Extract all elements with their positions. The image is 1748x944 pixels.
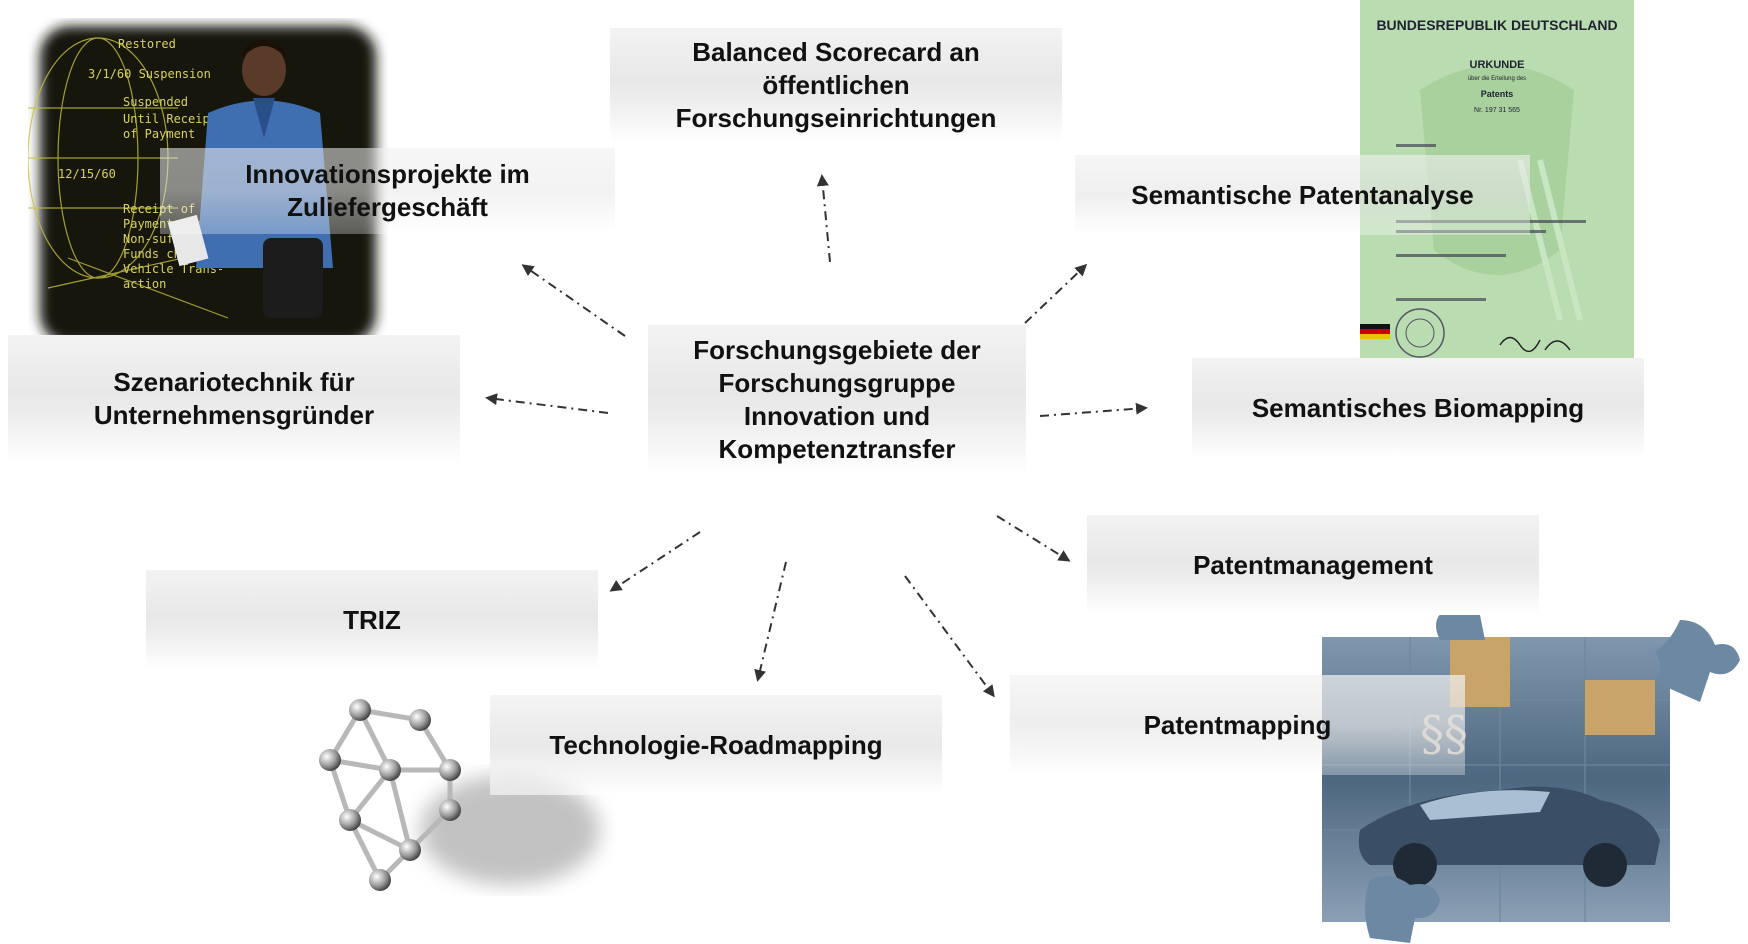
svg-text:12/15/60: 12/15/60: [58, 167, 116, 181]
node-technologie-roadmapping: Technologie-Roadmapping: [490, 695, 942, 795]
node-semantische-patentanalyse: Semantische Patentanalyse: [1075, 155, 1530, 235]
arrow-to-innovationsprojekte: [521, 264, 626, 337]
svg-text:of Payment: of Payment: [123, 127, 195, 141]
svg-text:BUNDESREPUBLIK DEUTSCHLAND: BUNDESREPUBLIK DEUTSCHLAND: [1376, 17, 1617, 33]
arrow-to-balanced-scorecard: [816, 174, 831, 263]
svg-text:Patents: Patents: [1481, 89, 1514, 99]
svg-text:Restored: Restored: [118, 37, 176, 51]
node-label: Patentmapping: [1143, 709, 1332, 740]
svg-text:3/1/60 Suspension: 3/1/60 Suspension: [88, 67, 211, 81]
node-label: Balanced Scorecard an öffentlichen Forsc…: [675, 37, 997, 133]
svg-text:Suspended: Suspended: [123, 95, 188, 109]
arrow-to-semantisches-biomapping: [1039, 402, 1148, 417]
node-patentmapping: Patentmapping: [1010, 675, 1465, 775]
arrow-to-technologie-roadmapping: [754, 561, 787, 682]
node-balanced-scorecard: Balanced Scorecard an öffentlichen Forsc…: [610, 28, 1062, 143]
node-label: Technologie-Roadmapping: [549, 729, 883, 760]
node-label: Innovationsprojekte im Zuliefergeschäft: [245, 159, 530, 222]
svg-text:URKUNDE: URKUNDE: [1470, 59, 1525, 71]
node-label: TRIZ: [343, 604, 401, 635]
node-label: Patentmanagement: [1193, 549, 1433, 580]
center-label: Forschungsgebiete der Forschungsgruppe I…: [693, 335, 981, 464]
node-label: Szenariotechnik für Unternehmensgründer: [93, 367, 375, 430]
node-patentmanagement: Patentmanagement: [1087, 515, 1539, 615]
node-semantisches-biomapping: Semantisches Biomapping: [1192, 358, 1644, 458]
node-label: Semantisches Biomapping: [1251, 392, 1585, 423]
svg-text:über die Erteilung des: über die Erteilung des: [1468, 76, 1526, 82]
arrow-to-patentmapping: [904, 575, 995, 698]
svg-text:Until Receipt: Until Receipt: [123, 112, 217, 126]
center-node: Forschungsgebiete der Forschungsgruppe I…: [648, 325, 1026, 475]
molecule-model-icon: [319, 699, 600, 891]
node-label: Semantische Patentanalyse: [1131, 179, 1474, 210]
node-szenariotechnik: Szenariotechnik für Unternehmensgründer: [8, 335, 460, 463]
node-triz: TRIZ: [146, 570, 598, 670]
node-innovationsprojekte: Innovationsprojekte im Zuliefergeschäft: [160, 148, 615, 234]
arrow-to-patentmanagement: [996, 515, 1071, 562]
arrow-to-triz: [609, 531, 701, 592]
arrow-to-szenariotechnik: [485, 393, 609, 414]
svg-text:action: action: [123, 277, 166, 291]
svg-text:Nr. 197 31 565: Nr. 197 31 565: [1474, 107, 1520, 114]
arrow-to-semantische-patentanalyse: [1024, 263, 1088, 324]
